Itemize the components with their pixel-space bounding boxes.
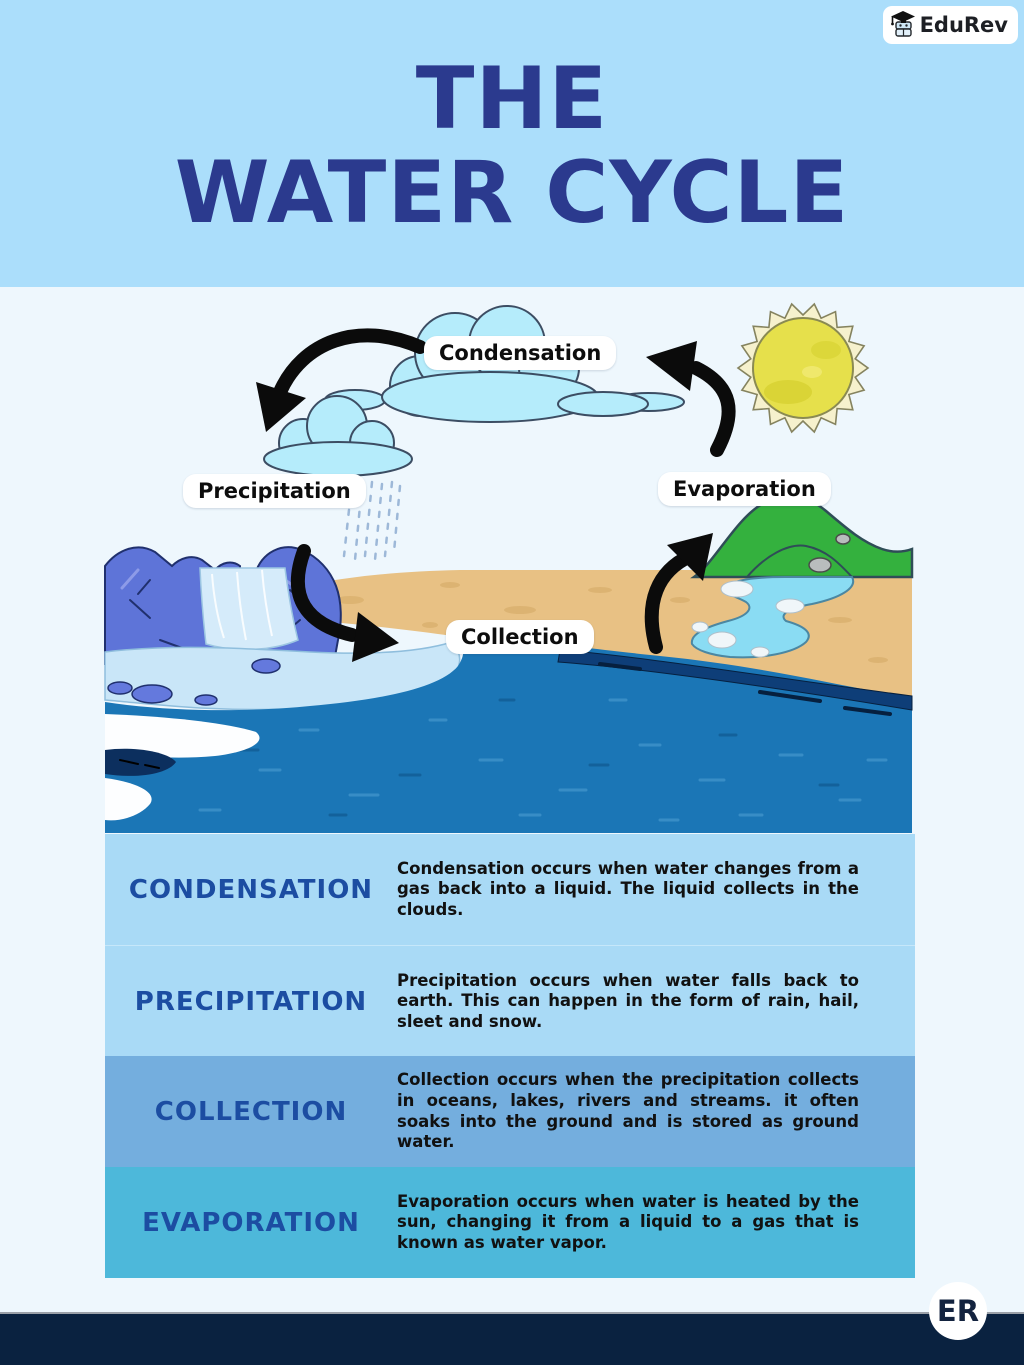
label-evaporation: Evaporation [658,472,831,506]
section-precipitation: PRECIPITATION Precipitation occurs when … [105,945,915,1057]
label-collection: Collection [446,620,594,654]
section-collection: COLLECTION Collection occurs when the pr… [105,1056,915,1167]
section-description: Condensation occurs when water changes f… [397,858,859,919]
page-title-line2: WATER CYCLE [174,143,850,243]
arrow-condensation-to-precipitation-icon [256,328,427,432]
section-condensation: CONDENSATION Condensation occurs when wa… [105,834,915,945]
section-evaporation: EVAPORATION Evaporation occurs when wate… [105,1167,915,1278]
green-hill [690,495,914,579]
page-title-line1: THE [415,49,609,149]
section-description: Collection occurs when the precipitation… [397,1070,859,1152]
section-term: COLLECTION [154,1096,348,1127]
section-description: Precipitation occurs when water falls ba… [397,970,859,1031]
section-term: PRECIPITATION [134,986,368,1017]
graduation-cap-icon [889,10,917,40]
sun-icon [736,302,870,434]
shore-foam [105,714,260,821]
river [690,576,855,659]
section-term: CONDENSATION [128,874,374,905]
precipitation-cloud-icon [263,395,413,477]
arrow-precipitation-to-collection-icon [290,544,399,662]
arrow-collection-to-evaporation-icon [644,533,713,654]
label-condensation: Condensation [424,336,617,370]
edurev-logo: EduRev [882,6,1018,44]
arrow-evaporation-to-condensation-icon [646,341,736,457]
footer-bar [0,1312,1024,1365]
edurev-logo-text: EduRev [919,13,1008,37]
rain-icon [342,480,402,562]
er-logo-badge: ER [929,1282,987,1340]
label-precipitation: Precipitation [183,474,366,508]
header-band [0,0,1024,287]
condensation-cloud-icon [324,305,685,423]
section-description: Evaporation occurs when water is heated … [397,1191,859,1252]
section-term: EVAPORATION [142,1207,360,1238]
